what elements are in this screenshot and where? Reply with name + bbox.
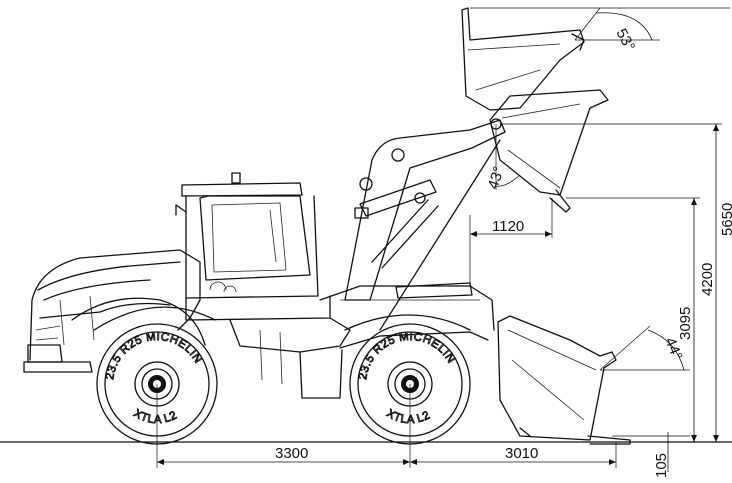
dump-reach-label: 1120 (492, 218, 524, 235)
ground-clearance-label: 105 (653, 453, 670, 478)
dim-front-overhang: 3010 (410, 442, 617, 468)
dim-hinge-height: 4200 (500, 123, 722, 442)
front-overhang-label: 3010 (505, 445, 538, 462)
rollback-top-label: 53° (612, 26, 638, 54)
angle-rollback-top: 53° (574, 7, 660, 54)
dump-height-label: 3095 (677, 307, 694, 340)
dim-dump-reach: 1120 (469, 198, 553, 286)
dim-wheelbase: 3300 (156, 384, 411, 468)
dim-ground-clearance: 105 (612, 432, 690, 478)
dump-angle-label: 43° (485, 164, 508, 191)
wheelbase-label: 3300 (275, 445, 308, 462)
angle-dump: 43° (485, 124, 521, 191)
rear-tyre-model: XTLA L2 (131, 408, 179, 427)
max-height-label: 5650 (719, 203, 732, 236)
front-tyre-model: XTLA L2 (384, 408, 432, 427)
hinge-height-label: 4200 (699, 263, 716, 296)
cab (175, 172, 331, 321)
bucket-dump (489, 89, 609, 213)
dim-dump-height: 3095 (566, 197, 700, 442)
bucket-ground (497, 315, 631, 445)
rear-body (23, 249, 206, 373)
